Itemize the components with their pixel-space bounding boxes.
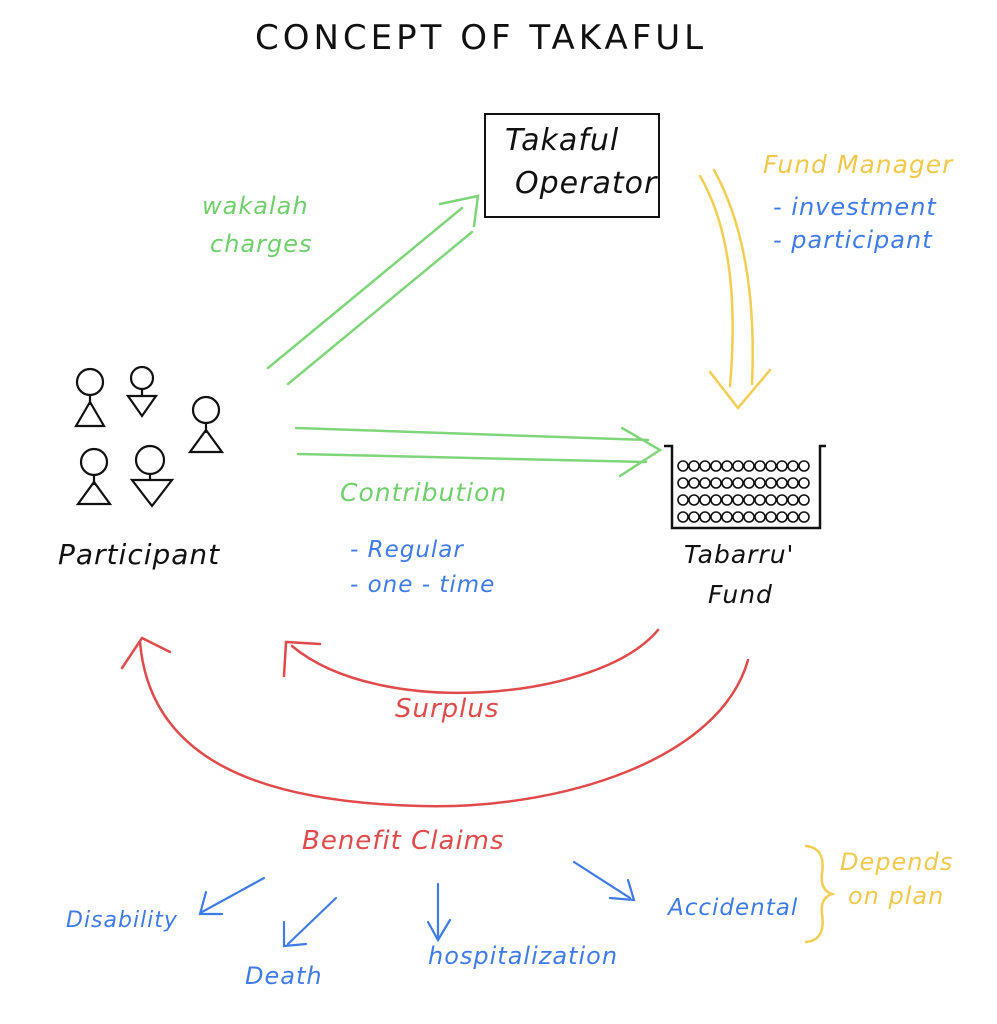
contribution-arrow (294, 426, 663, 478)
claim-type-hospitalization: hospitalization (428, 942, 619, 970)
fund-manager-item: - participant (773, 226, 933, 254)
operator-label-line2: Operator (515, 166, 658, 201)
contribution-heading: Contribution (340, 478, 508, 507)
benefit-claims-heading: Benefit Claims (302, 826, 505, 856)
tabarru-label-line2: Fund (708, 580, 773, 609)
claim-type-death: Death (245, 962, 323, 990)
stick-figure-icon (74, 367, 106, 428)
contribution-item: - one - time (350, 572, 496, 598)
claim-type-disability: Disability (66, 908, 178, 933)
participant-label: Participant (58, 538, 221, 571)
stick-figure-icon (129, 444, 175, 508)
contribution-item: - Regular (350, 537, 464, 563)
claim-type-accidental: Accidental (668, 895, 799, 921)
fund-manager-heading: Fund Manager (763, 150, 954, 179)
participants-group (74, 365, 225, 508)
benefit-claims-arrow (120, 636, 750, 808)
coin-basket-icon (664, 444, 826, 530)
takaful-operator-box (484, 113, 660, 218)
wakalah-label-line1: wakalah (202, 192, 309, 220)
wakalah-arrow (266, 194, 480, 386)
wakalah-label-line2: charges (210, 230, 313, 258)
depends-label-line1: Depends (840, 848, 954, 876)
depends-label-line2: on plan (848, 882, 945, 910)
surplus-label: Surplus (395, 694, 500, 724)
claim-arrows (198, 860, 636, 948)
tabarru-label-line1: Tabarru' (684, 540, 795, 569)
surplus-arrow (282, 628, 660, 695)
stick-figure-icon (75, 447, 113, 506)
operator-label-line1: Takaful (505, 123, 620, 158)
stick-figure-icon (187, 395, 225, 454)
stick-figure-icon (125, 365, 159, 418)
page-title: CONCEPT OF TAKAFUL (255, 18, 708, 58)
fund-manager-item: - investment (773, 193, 937, 221)
fund-manager-arrow (698, 168, 772, 410)
depends-brace (804, 844, 836, 944)
